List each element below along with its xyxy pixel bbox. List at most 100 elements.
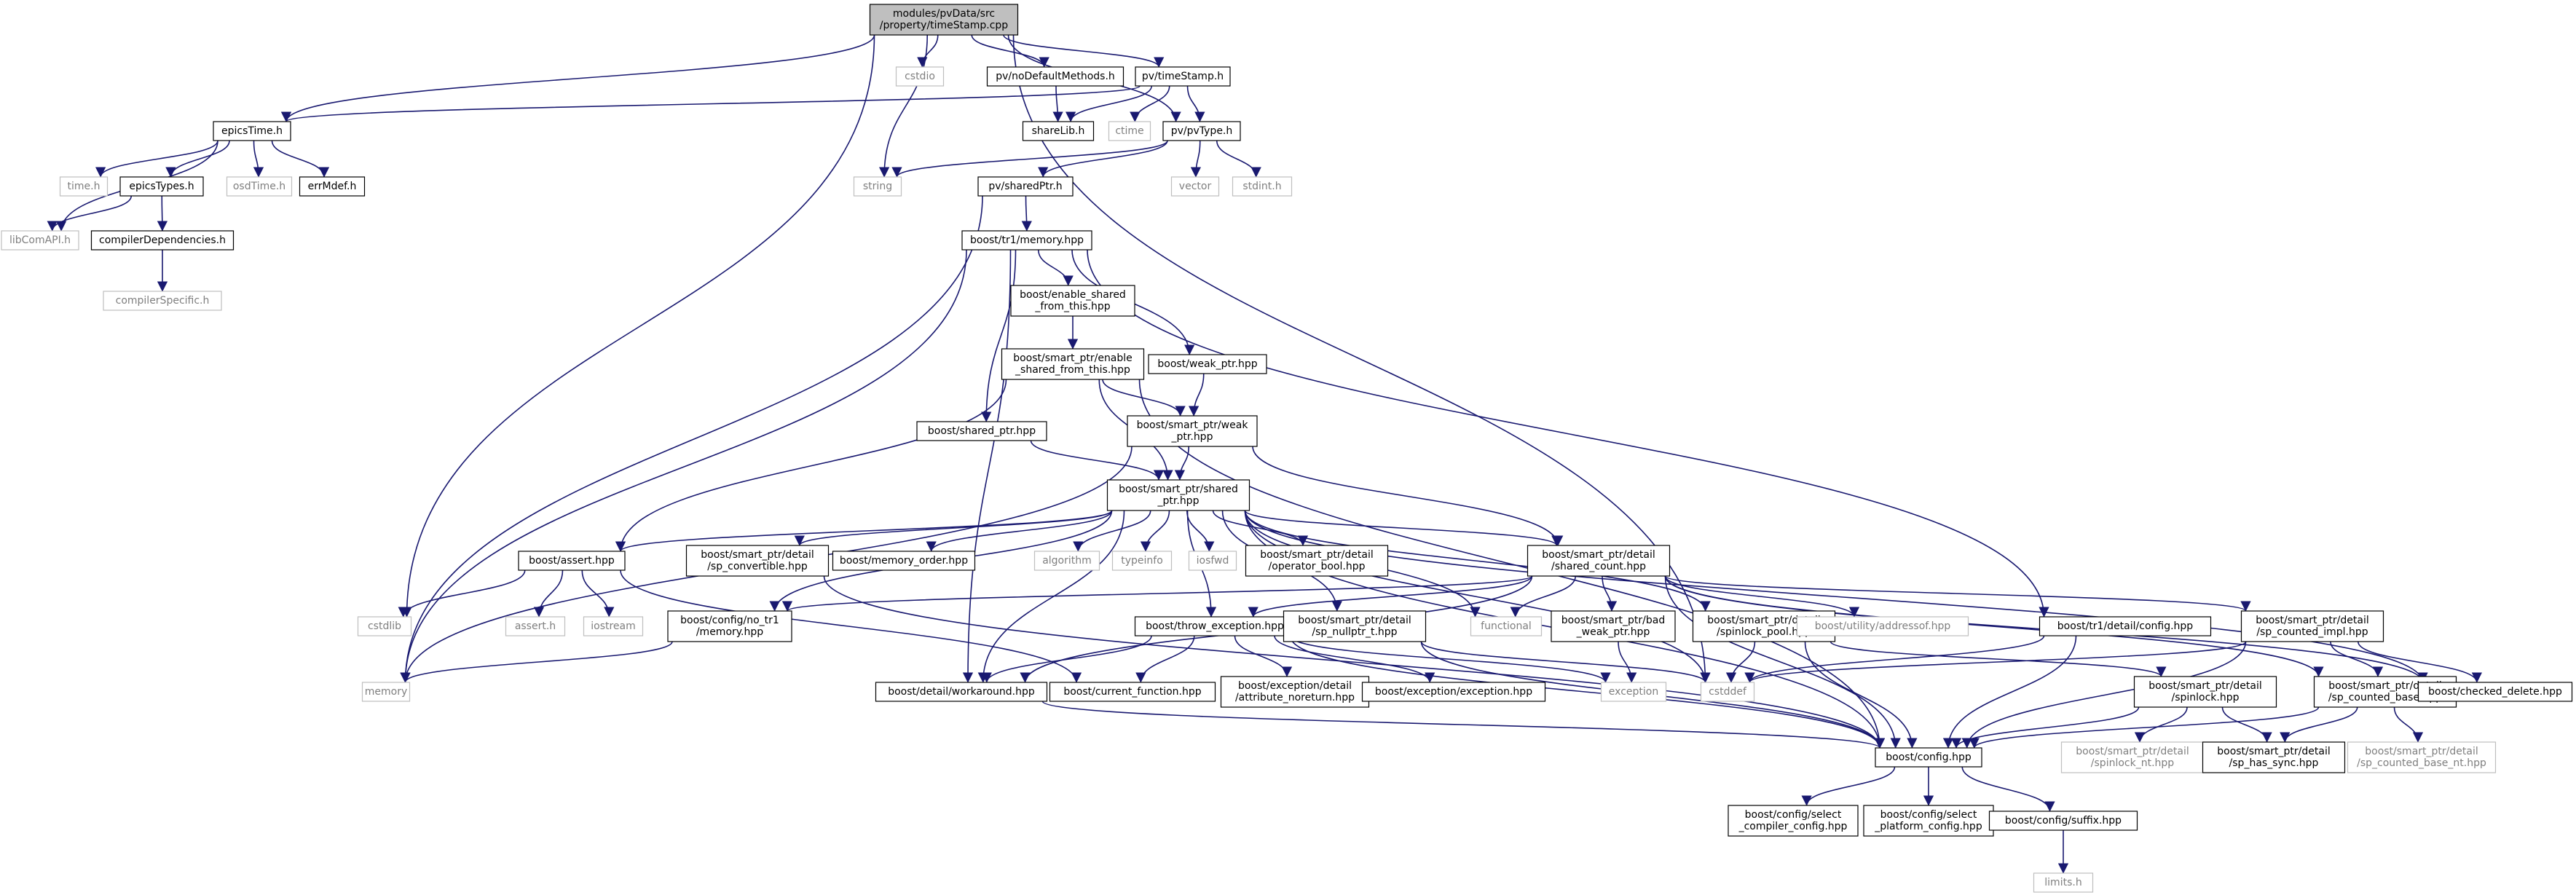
node-box [1188, 551, 1237, 571]
node-box [1728, 805, 1859, 837]
node-weakPtr[interactable]: boost/weak_ptr.hpp [1148, 354, 1267, 374]
node-spNullptr[interactable]: boost/smart_ptr/detail/sp_nullptr_t.hpp [1283, 610, 1427, 642]
node-box [986, 66, 1124, 87]
node-noTr1Memory[interactable]: boost/config/no_tr1/memory.hpp [667, 610, 792, 642]
node-spConvertible[interactable]: boost/smart_ptr/detail/sp_convertible.hp… [685, 545, 830, 577]
node-memory[interactable]: memory [361, 682, 411, 702]
node-pvType[interactable]: pv/pvType.h [1162, 121, 1241, 141]
node-box [1232, 176, 1293, 197]
node-spinlockNt[interactable]: boost/smart_ptr/detail/spinlock_nt.hpp [2060, 741, 2205, 773]
edge-spCountedBase-to-config [1969, 706, 2320, 749]
edge-epicsTime-to-epicsTypes [165, 140, 230, 178]
node-root[interactable]: modules/pvData/src/property/timeStamp.cp… [869, 4, 1019, 36]
node-addressof[interactable]: boost/utility/addressof.hpp [1796, 616, 1969, 636]
node-compilerDep[interactable]: compilerDependencies.h [90, 230, 235, 251]
node-box [226, 176, 293, 197]
node-label: boost/exception/detail [1238, 680, 1352, 692]
node-box [1111, 551, 1173, 571]
node-workaround[interactable]: boost/detail/workaround.hpp [875, 682, 1048, 702]
node-cstddef[interactable]: cstddef [1700, 682, 1755, 702]
node-selectCompiler[interactable]: boost/config/select_compiler_config.hpp [1728, 805, 1859, 837]
edge-sharedCount-to-config [1664, 575, 1901, 749]
node-operatorBool[interactable]: boost/smart_ptr/detail/operator_bool.hpp [1245, 545, 1389, 577]
node-label: _weak_ptr.hpp [1576, 626, 1650, 638]
node-box [361, 682, 411, 702]
node-assert[interactable]: boost/assert.hpp [518, 551, 626, 571]
node-label: osdTime.h [233, 181, 285, 192]
node-box [505, 616, 566, 636]
node-spHasSync[interactable]: boost/smart_ptr/detail/sp_has_sync.hpp [2202, 741, 2346, 773]
node-box [2060, 741, 2205, 773]
node-limits[interactable]: limits.h [2033, 872, 2094, 893]
node-iosfwd[interactable]: iosfwd [1188, 551, 1237, 571]
node-box [2039, 616, 2212, 636]
node-label: errMdef.h [308, 181, 357, 192]
node-compilerSpec[interactable]: compilerSpecific.h [103, 291, 222, 311]
edge-spEnableShared-to-config [1138, 379, 1886, 749]
node-label: pv/timeStamp.h [1142, 71, 1224, 82]
node-epicsTypes[interactable]: epicsTypes.h [119, 176, 204, 197]
node-errMdef[interactable]: errMdef.h [299, 176, 366, 197]
node-currentFunction[interactable]: boost/current_function.hpp [1049, 682, 1216, 702]
node-pvTimeStamp[interactable]: pv/timeStamp.h [1135, 66, 1231, 87]
node-cstdlib[interactable]: cstdlib [357, 616, 412, 636]
node-box [119, 176, 204, 197]
node-throwException[interactable]: boost/throw_exception.hpp [1134, 616, 1296, 636]
edge-spWeakPtr-to-sharedCount [1252, 446, 1564, 546]
node-memoryOrder[interactable]: boost/memory_order.hpp [832, 551, 976, 571]
node-label: boost/config/no_tr1 [680, 615, 779, 626]
node-functional[interactable]: functional [1470, 616, 1543, 636]
node-algorithm[interactable]: algorithm [1033, 551, 1100, 571]
edge-badWeakPtr-to-exception [1618, 641, 1637, 683]
node-spSharedPtr[interactable]: boost/smart_ptr/shared_ptr.hpp [1106, 479, 1250, 511]
node-suffix[interactable]: boost/config/suffix.hpp [1988, 811, 2138, 831]
node-string[interactable]: string [853, 176, 902, 197]
node-spCountedBaseNt[interactable]: boost/smart_ptr/detail/sp_counted_base_n… [2347, 741, 2497, 773]
node-checkedDelete[interactable]: boost/checked_delete.hpp [2417, 682, 2573, 702]
node-shareLib[interactable]: shareLib.h [1022, 121, 1095, 141]
node-cstdio[interactable]: cstdio [895, 66, 945, 87]
node-timeh[interactable]: time.h [59, 176, 109, 197]
edge-spCountedImpl-to-checkedDelete [2357, 641, 2483, 683]
edge-spCountedBase-to-spCountedBaseNt [2393, 706, 2424, 743]
node-enableShared[interactable]: boost/enable_shared_from_this.hpp [1010, 285, 1135, 317]
node-label: /sp_counted_impl.hpp [2256, 626, 2368, 638]
node-label: /sp_convertible.hpp [707, 561, 808, 572]
node-vector[interactable]: vector [1170, 176, 1220, 197]
node-exceptionHpp[interactable]: boost/exception/exception.hpp [1361, 682, 1546, 702]
node-noDefault[interactable]: pv/noDefaultMethods.h [986, 66, 1124, 87]
node-sharedPtrHpp[interactable]: boost/shared_ptr.hpp [916, 421, 1047, 441]
node-spinlock[interactable]: boost/smart_ptr/detail/spinlock.hpp [2133, 676, 2277, 708]
node-spinlockPool[interactable]: boost/smart_ptr/detail/spinlock_pool.hpp [1692, 610, 1836, 642]
node-sharedPtr[interactable]: pv/sharedPtr.h [977, 176, 1074, 197]
node-typeinfo[interactable]: typeinfo [1111, 551, 1173, 571]
node-box [1527, 545, 1671, 577]
node-stdint[interactable]: stdint.h [1232, 176, 1293, 197]
node-iostream[interactable]: iostream [583, 616, 644, 636]
edge-spinlockPool-to-cstddef [1725, 641, 1756, 683]
node-tr1Config[interactable]: boost/tr1/detail/config.hpp [2039, 616, 2212, 636]
node-spWeakPtr[interactable]: boost/smart_ptr/weak_ptr.hpp [1127, 415, 1258, 447]
node-box [1170, 176, 1220, 197]
edge-sharedPtr-to-memory [400, 195, 983, 683]
node-label: modules/pvData/src [893, 8, 995, 20]
node-spCountedImpl[interactable]: boost/smart_ptr/detail/sp_counted_impl.h… [2240, 610, 2384, 642]
node-label: _platform_config.hpp [1874, 821, 1982, 832]
node-tr1memory[interactable]: boost/tr1/memory.hpp [961, 230, 1092, 251]
node-osdTime[interactable]: osdTime.h [226, 176, 293, 197]
node-ctime[interactable]: ctime [1108, 121, 1151, 141]
node-label: boost/tr1/detail/config.hpp [2057, 620, 2194, 632]
node-spEnableShared[interactable]: boost/smart_ptr/enable_shared_from_this.… [1001, 348, 1145, 380]
node-epicsTime[interactable]: epicsTime.h [213, 121, 291, 141]
node-attrNoreturn[interactable]: boost/exception/detail/attribute_noretur… [1220, 676, 1370, 708]
node-sharedCount[interactable]: boost/smart_ptr/detail/shared_count.hpp [1527, 545, 1671, 577]
node-selectPlatform[interactable]: boost/config/select_platform_config.hpp [1863, 805, 1994, 837]
edge-pvTimeStamp-to-epicsTime [281, 85, 1141, 122]
node-libComAPI[interactable]: libComAPI.h [1, 230, 79, 251]
node-assertH[interactable]: assert.h [505, 616, 566, 636]
node-badWeakPtr[interactable]: boost/smart_ptr/bad_weak_ptr.hpp [1551, 610, 1676, 642]
node-exception[interactable]: exception [1600, 682, 1667, 702]
edge-assert-to-assertH [533, 569, 564, 618]
edge-tr1memory-to-sharedPtrHpp [981, 249, 1017, 422]
node-config[interactable]: boost/config.hpp [1875, 747, 1982, 768]
